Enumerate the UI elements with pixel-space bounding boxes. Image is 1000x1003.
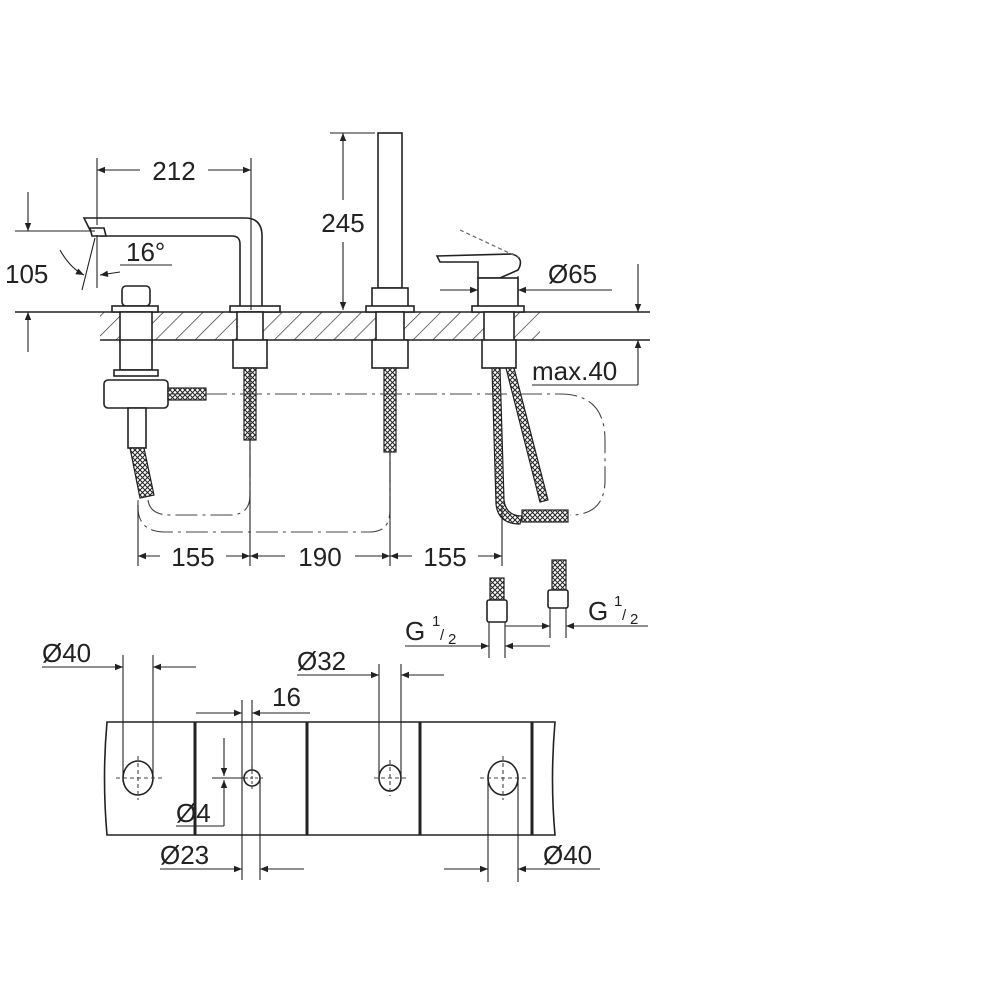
dim-hole-right: Ø40 — [444, 778, 600, 882]
svg-text:G: G — [588, 596, 608, 626]
dim-spout-height: 105 — [5, 192, 95, 352]
dim-spout-reach: 212 — [96, 156, 252, 310]
dim-hole-spacing: 155 190 155 — [137, 370, 503, 572]
svg-text:190: 190 — [298, 542, 341, 572]
svg-text:212: 212 — [152, 156, 195, 186]
dim-mixer-diameter: Ø65 — [440, 259, 612, 298]
dim-hole-left: Ø40 — [42, 638, 196, 778]
dim-deck-thickness: max.40 — [532, 264, 642, 386]
connector-right: G 1 / 2 — [505, 559, 648, 638]
svg-text:/: / — [622, 607, 627, 624]
hole — [480, 756, 526, 800]
dim-hole-pitch: 16 — [196, 682, 310, 880]
mixer — [435, 229, 569, 525]
svg-text:Ø40: Ø40 — [42, 638, 91, 668]
svg-text:2: 2 — [448, 631, 456, 648]
svg-text:16°: 16° — [126, 237, 165, 267]
hose-routing-line — [170, 393, 606, 516]
svg-text:Ø65: Ø65 — [548, 259, 597, 289]
svg-text:1: 1 — [614, 593, 622, 610]
svg-text:Ø40: Ø40 — [543, 840, 592, 870]
dim-hole-small: Ø4 — [176, 738, 244, 828]
svg-text:155: 155 — [171, 542, 214, 572]
deck-section — [15, 311, 650, 341]
hose-routing-line — [137, 452, 391, 533]
svg-text:G: G — [405, 616, 425, 646]
svg-text:2: 2 — [630, 611, 638, 628]
dim-handshower-height: 245 — [321, 132, 375, 310]
hose-routing-line — [147, 440, 251, 516]
svg-text:max.40: max.40 — [532, 356, 617, 386]
handshower — [365, 132, 415, 453]
svg-text:245: 245 — [321, 208, 364, 238]
dim-hole-spout: Ø23 — [160, 780, 304, 880]
svg-text:105: 105 — [5, 259, 48, 289]
svg-text:1: 1 — [432, 613, 440, 630]
hole-template — [103, 721, 556, 836]
dim-hole-shower: Ø32 — [297, 646, 444, 778]
connector-left: G 1 / 2 — [405, 577, 550, 658]
svg-text:155: 155 — [423, 542, 466, 572]
svg-text:Ø32: Ø32 — [297, 646, 346, 676]
svg-text:Ø4: Ø4 — [176, 798, 211, 828]
diverter — [103, 285, 207, 499]
dim-spout-angle: 16° — [59, 235, 172, 291]
svg-text:/: / — [440, 627, 445, 644]
svg-text:16: 16 — [272, 682, 301, 712]
svg-text:Ø23: Ø23 — [160, 840, 209, 870]
